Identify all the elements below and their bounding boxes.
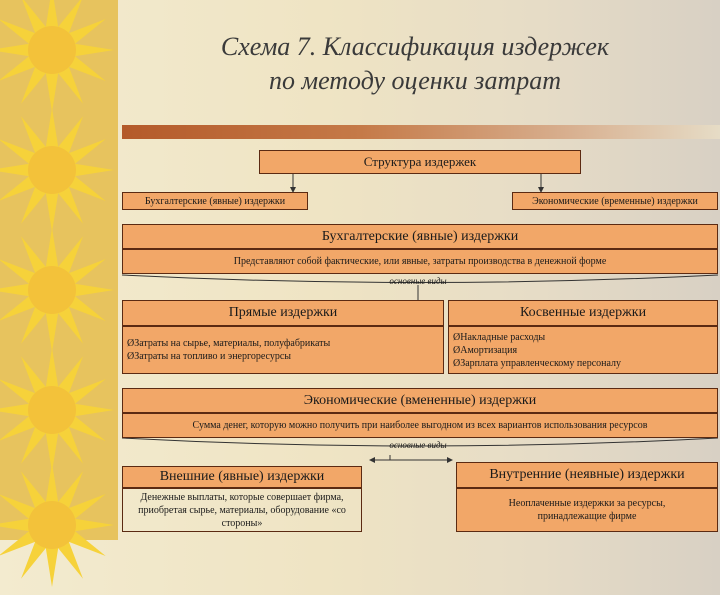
structure-label: Структура издержек <box>363 154 477 169</box>
economic-header: Экономические (вмененные) издержки <box>122 388 718 413</box>
list-item: ØЗатраты на топливо и энергоресурсы <box>127 351 291 362</box>
sun-icon <box>0 463 114 587</box>
external-header: Внешние (явные) издержки <box>122 466 362 488</box>
internal-header: Внутренние (неявные) издержки <box>456 462 718 488</box>
internal-description: Неоплаченные издержки за ресурсы, принад… <box>456 488 718 532</box>
top-right-box: Экономические (временные) издержки <box>512 192 718 210</box>
decorative-sidebar <box>0 0 118 587</box>
indirect-items: ØНакладные расходы ØАмортизация ØЗарплат… <box>448 326 718 374</box>
economic-header-label: Экономические (вмененные) издержки <box>303 392 537 408</box>
accounting-header: Бухгалтерские (явные) издержки <box>122 224 718 249</box>
list-item: ØНакладные расходы <box>453 331 546 343</box>
external-header-label: Внешние (явные) издержки <box>159 469 325 484</box>
top-right-label: Экономические (временные) издержки <box>532 195 698 207</box>
indirect-header: Косвенные издержки <box>448 300 718 326</box>
list-item: ØЗатраты на сырье, материалы, полуфабрик… <box>127 338 331 349</box>
accounting-types-label: основные виды <box>389 276 447 286</box>
economic-description-label: Сумма денег, которую можно получить при … <box>192 420 648 431</box>
economic-types-label: основные виды <box>389 440 447 450</box>
sun-icon <box>0 228 114 352</box>
internal-header-label: Внутренние (неявные) издержки <box>489 467 685 482</box>
sun-icon <box>0 108 114 232</box>
list-item: ØЗарплата управленческому персоналу <box>453 357 622 369</box>
accounting-description-label: Представляют собой фактические, или явны… <box>233 256 607 267</box>
economic-description: Сумма денег, которую можно получить при … <box>122 413 718 438</box>
direct-items: ØЗатраты на сырье, материалы, полуфабрик… <box>122 326 444 374</box>
list-item: ØАмортизация <box>453 344 518 356</box>
indirect-header-label: Косвенные издержки <box>519 305 647 320</box>
external-description: Денежные выплаты, которые совершает фирм… <box>122 488 362 532</box>
page-title: Схема 7. Классификация издержек по метод… <box>150 30 680 98</box>
internal-description-label: Неоплаченные издержки за ресурсы, принад… <box>508 498 666 522</box>
sun-icon <box>0 348 114 472</box>
structure-box: Структура издержек <box>259 150 581 174</box>
title-line-2: по методу оценки затрат <box>268 66 562 95</box>
accounting-description: Представляют собой фактические, или явны… <box>122 249 718 274</box>
sun-icon <box>0 0 114 112</box>
direct-header: Прямые издержки <box>122 300 444 326</box>
title-line-1: Схема 7. Классификация издержек <box>220 32 610 61</box>
title-divider <box>122 125 720 139</box>
top-left-box: Бухгалтерские (явные) издержки <box>122 192 308 210</box>
accounting-header-label: Бухгалтерские (явные) издержки <box>321 228 519 244</box>
top-left-label: Бухгалтерские (явные) издержки <box>144 195 286 207</box>
direct-header-label: Прямые издержки <box>228 305 338 320</box>
external-description-label: Денежные выплаты, которые совершает фирм… <box>138 491 346 529</box>
